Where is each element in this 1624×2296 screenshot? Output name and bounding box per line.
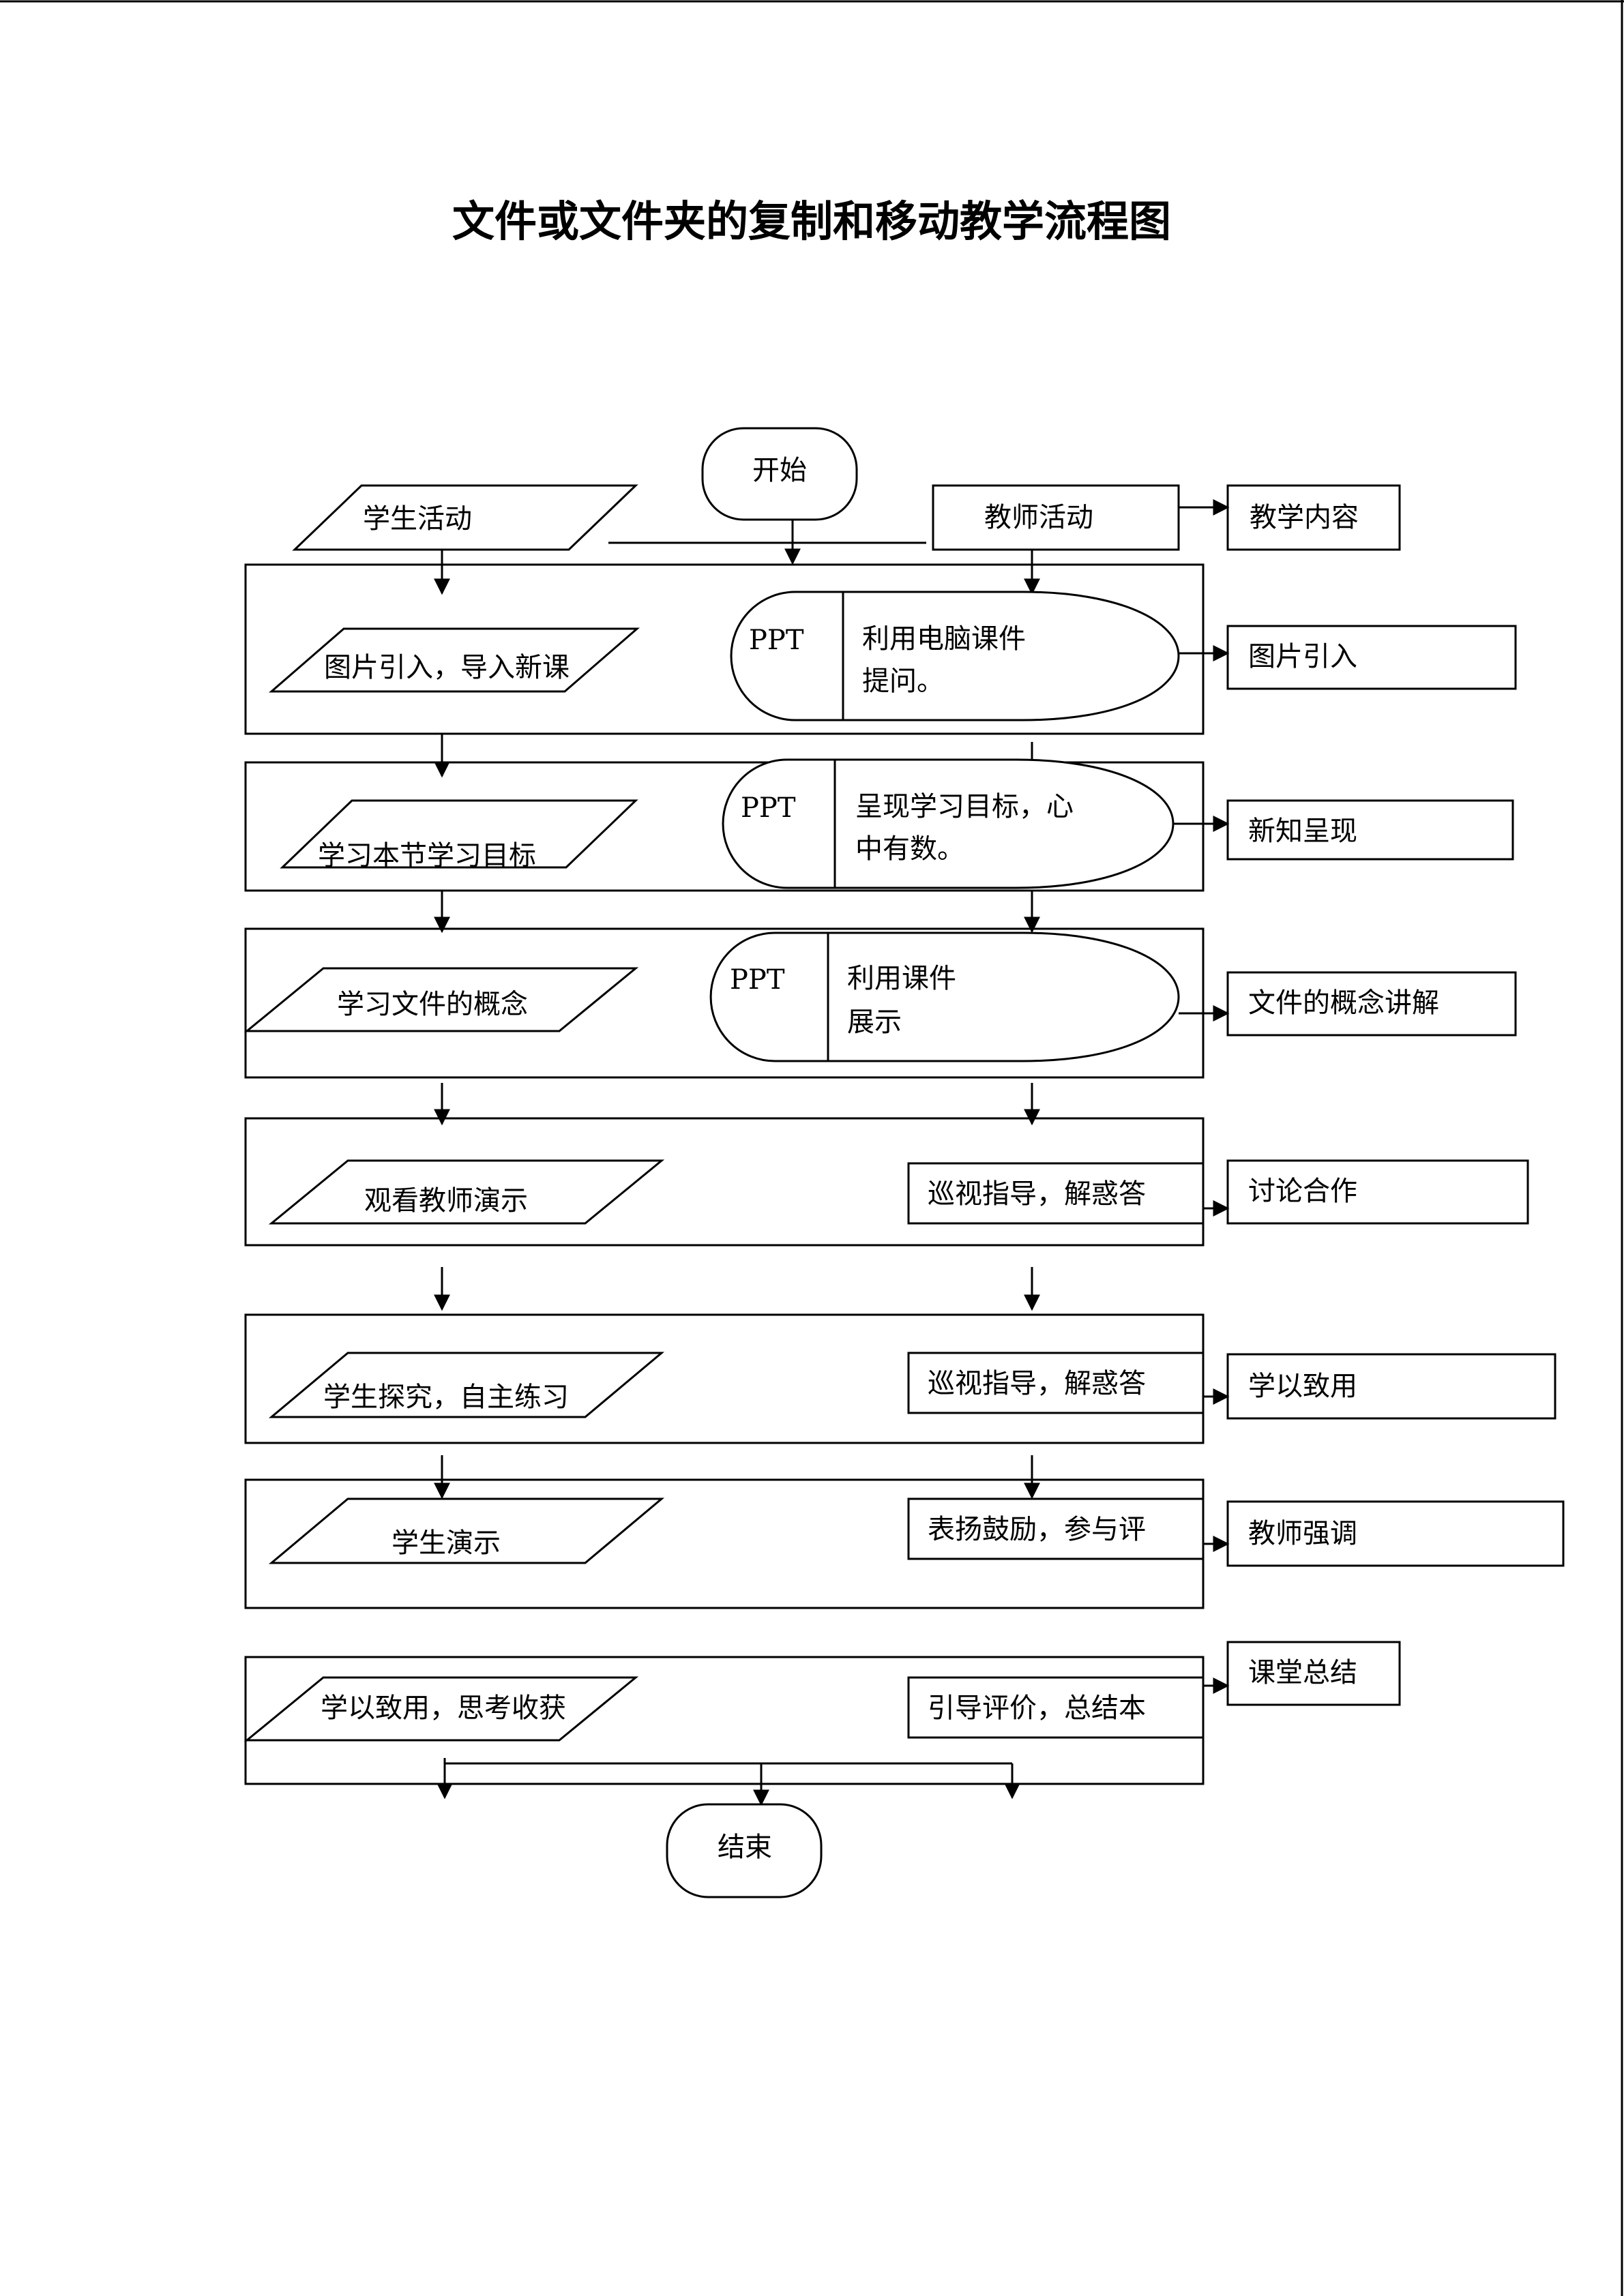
stage-3-frame <box>244 927 1205 1079</box>
stage-6-content-label: 教师强调 <box>1248 1518 1357 1549</box>
stage-3-ppt-label: PPT <box>730 964 785 996</box>
stage-3-content-label: 文件的概念讲解 <box>1248 987 1439 1019</box>
stage-2: 学习本节学习目标 PPT 呈现学习目标，心 中有数。 新知呈现 <box>244 758 1514 892</box>
stage-1-content-label: 图片引入 <box>1248 641 1357 672</box>
header-content: 教学内容 <box>1226 484 1401 551</box>
stage-1: 图片引入，导入新课 PPT 利用电脑课件 提问。 图片引入 <box>244 563 1517 735</box>
stage-7-content-shape <box>1226 1641 1401 1706</box>
stage-6-student-shape <box>268 1497 665 1564</box>
stage-4-student-shape <box>268 1159 665 1225</box>
stage-4-teacher-label: 巡视指导，解惑答 <box>928 1178 1146 1210</box>
start-shape <box>701 427 858 521</box>
stage-4-teacher-shape <box>907 1162 1205 1225</box>
top-connectors <box>434 499 1230 595</box>
stage-5-student-shape <box>268 1352 665 1418</box>
stage-2-student-label: 学习本节学习目标 <box>318 840 536 871</box>
stage-2-teacher-line-1: 呈现学习目标，心 <box>855 791 1074 822</box>
stage-3-teacher-line-2: 展示 <box>847 1007 902 1038</box>
stage-2-content-label: 新知呈现 <box>1248 816 1357 847</box>
stage-5-teacher-shape <box>907 1352 1205 1414</box>
student-header-label: 学生活动 <box>363 503 472 535</box>
stage-6-teacher-shape <box>907 1497 1205 1560</box>
stage-3-student-label: 学习文件的概念 <box>337 989 528 1020</box>
stage-1-teacher-line-1: 利用电脑课件 <box>862 623 1026 655</box>
stage-4-student-label: 观看教师演示 <box>364 1185 528 1217</box>
header-teacher: 教师活动 <box>932 484 1180 551</box>
stage-3-teacher-shape <box>709 931 1180 1062</box>
stage-1-teacher-line-2: 提问。 <box>862 666 944 697</box>
stage-1-ppt-label: PPT <box>749 625 804 656</box>
stage-2-ppt-label: PPT <box>741 792 796 824</box>
stage-3-student-shape <box>243 967 639 1032</box>
stage-7-teacher-shape <box>907 1676 1205 1739</box>
stage-2-teacher-line-2: 中有数。 <box>855 833 964 865</box>
end-label: 结束 <box>718 1832 772 1863</box>
stage-7-student-shape <box>243 1676 639 1742</box>
stage-7: 学以致用，思考收获 引导评价，总结本 课堂总结 <box>243 1641 1401 1806</box>
stage-4-content-shape <box>1226 1159 1529 1225</box>
stage-2-teacher-shape <box>722 758 1175 889</box>
stage-5: 学生探究，自主练习 巡视指导，解惑答 学以致用 <box>244 1313 1556 1444</box>
stage-3: 学习文件的概念 PPT 利用课件 展示 文件的概念讲解 <box>243 927 1517 1079</box>
end-shape <box>666 1803 823 1898</box>
stage-1-student-shape <box>268 627 640 693</box>
stage-3-teacher-line-1: 利用课件 <box>847 963 956 994</box>
stage-7-content-label: 课堂总结 <box>1248 1657 1357 1688</box>
header-student: 学生活动 <box>292 484 638 551</box>
student-header-shape <box>292 484 638 551</box>
stage-1-frame <box>244 563 1205 735</box>
stage-4-content-label: 讨论合作 <box>1248 1176 1357 1207</box>
content-header-shape <box>1226 484 1401 551</box>
stage-6-student-label: 学生演示 <box>392 1527 501 1559</box>
teacher-header-shape <box>932 484 1180 551</box>
stage-5-teacher-label: 巡视指导，解惑答 <box>928 1368 1146 1399</box>
start-label: 开始 <box>752 455 807 486</box>
stage-1-student-label: 图片引入，导入新课 <box>324 652 570 683</box>
stage-5-content-label: 学以致用 <box>1248 1371 1357 1402</box>
stage-2-student-shape <box>280 799 638 869</box>
stage-4: 观看教师演示 巡视指导，解惑答 讨论合作 <box>244 1117 1529 1247</box>
content-header-label: 教学内容 <box>1250 502 1359 533</box>
stage-3-content-shape <box>1226 971 1517 1037</box>
end-terminator: 结束 <box>666 1803 823 1898</box>
stage-6-content-shape <box>1226 1500 1565 1567</box>
stage-7-student-label: 学以致用，思考收获 <box>321 1693 566 1724</box>
stage-1-content-shape <box>1226 625 1517 690</box>
stage-2-frame <box>244 761 1205 892</box>
stage-6-teacher-label: 表扬鼓励，参与评 <box>928 1514 1146 1545</box>
teacher-header-label: 教师活动 <box>984 502 1093 533</box>
stage-7-teacher-label: 引导评价，总结本 <box>928 1693 1146 1724</box>
stage-1-teacher-shape <box>730 591 1180 721</box>
stage-5-content-shape <box>1226 1353 1556 1420</box>
page-title: 文件或文件夹的复制和移动教学流程图 <box>452 196 1171 246</box>
start-terminator: 开始 <box>701 427 858 521</box>
stage-6: 学生演示 表扬鼓励，参与评 教师强调 <box>244 1478 1565 1609</box>
stage-2-content-shape <box>1226 799 1514 861</box>
stage-5-student-label: 学生探究，自主练习 <box>323 1382 569 1413</box>
